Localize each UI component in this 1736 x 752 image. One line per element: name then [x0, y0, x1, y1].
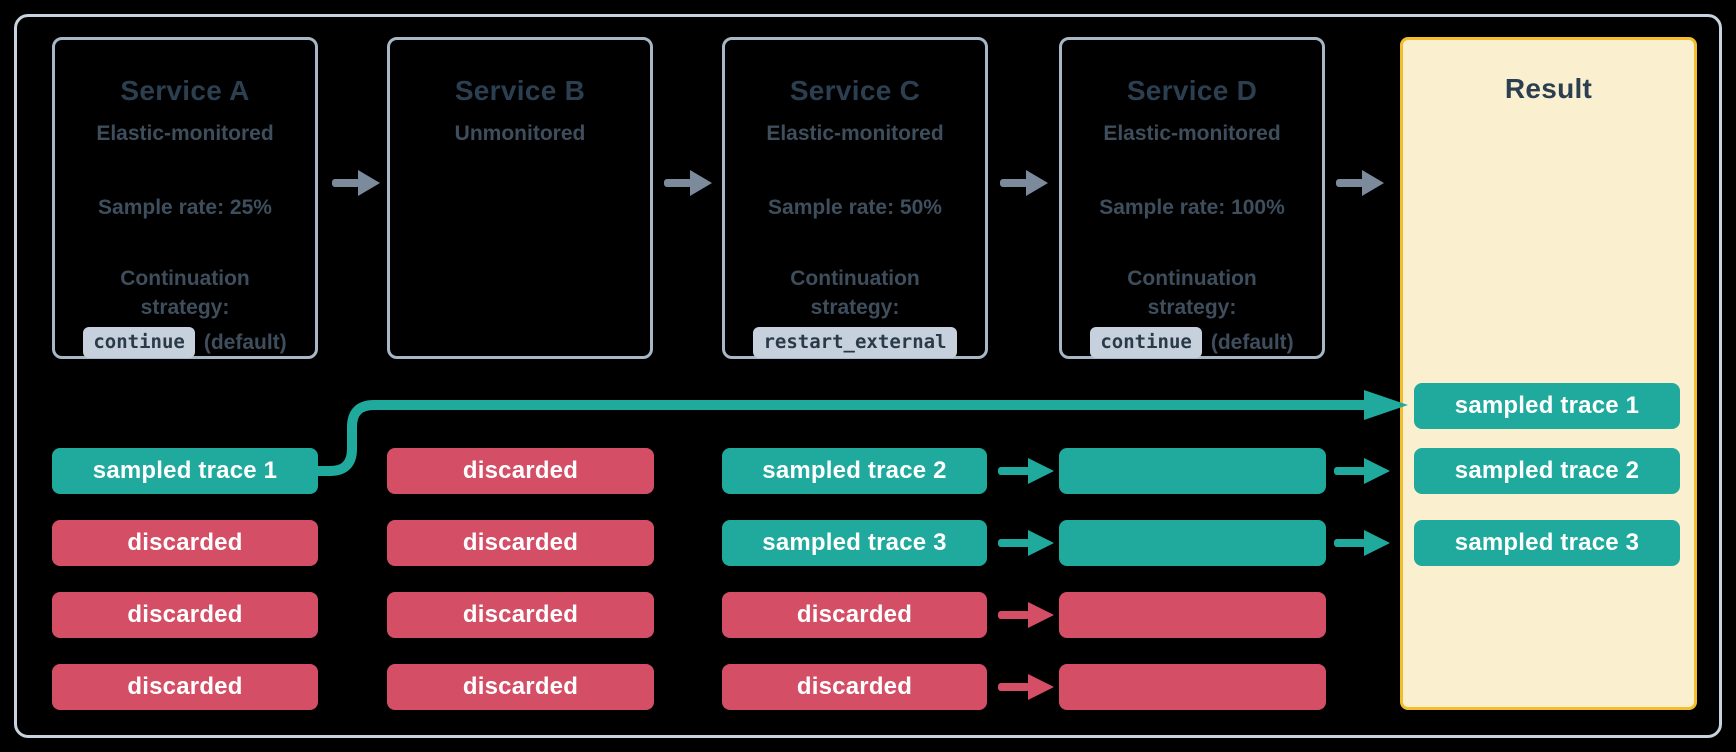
trace-pill-service_a-row2: discarded	[52, 520, 318, 566]
service-d-strategy-row: continue (default)	[1090, 327, 1294, 358]
service-d-strategy-default-label: (default)	[1210, 330, 1294, 354]
trace-pill-result-row2: sampled trace 2	[1414, 448, 1680, 494]
service-d-strategy-chip: continue	[1090, 327, 1202, 358]
service-c-title: Service C	[789, 75, 921, 106]
flow-arrow-b-to-c-icon	[664, 170, 712, 196]
trace-pill-service_d-row2	[1059, 520, 1326, 566]
trace-pill-service_c-row3: discarded	[722, 592, 987, 638]
trace-pill-service_a-row4: discarded	[52, 664, 318, 710]
trace-pill-service_d-row1	[1059, 448, 1326, 494]
trace-pill-service_c-row2: sampled trace 3	[722, 520, 987, 566]
service-a-strategy-row: continue (default)	[83, 327, 287, 358]
service-a-strategy-chip: continue	[83, 327, 195, 358]
trace-pill-service_b-row2: discarded	[387, 520, 654, 566]
lane-arrow-c-to-d-row2-icon	[998, 530, 1054, 556]
trace-pill-service_d-row4	[1059, 664, 1326, 710]
service-b-title: Service B	[454, 75, 586, 106]
service-a-continuation-label: Continuation strategy:	[120, 267, 250, 319]
service-c-monitoring-label: Elastic-monitored	[766, 122, 944, 145]
service-box-d: Service D Elastic-monitored Sample rate:…	[1059, 37, 1325, 359]
trace-pill-service_a-row3: discarded	[52, 592, 318, 638]
service-b-monitoring-label: Unmonitored	[454, 122, 586, 145]
service-box-c: Service C Elastic-monitored Sample rate:…	[722, 37, 988, 359]
trace-pill-service_c-row1: sampled trace 2	[722, 448, 987, 494]
service-c-continuation-label: Continuation strategy:	[790, 267, 920, 319]
lane-arrow-d-to-result-row2-icon	[1334, 530, 1390, 556]
trace-pill-service_b-row1: discarded	[387, 448, 654, 494]
trace-pill-service_d-row3	[1059, 592, 1326, 638]
service-a-title: Service A	[120, 75, 250, 106]
service-box-a: Service A Elastic-monitored Sample rate:…	[52, 37, 318, 359]
trace-pill-result-row3: sampled trace 3	[1414, 520, 1680, 566]
service-c-sample-rate-label: Sample rate: 50%	[768, 196, 942, 219]
service-d-title: Service D	[1126, 75, 1258, 106]
service-d-sample-rate-label: Sample rate: 100%	[1099, 196, 1285, 219]
service-c-strategy-chip: restart_external	[753, 327, 957, 358]
service-d-monitoring-label: Elastic-monitored	[1103, 122, 1281, 145]
lane-arrow-c-to-d-row3-icon	[998, 602, 1054, 628]
service-a-sample-rate-label: Sample rate: 25%	[98, 196, 272, 219]
service-c-strategy-row: restart_external	[753, 327, 957, 358]
result-title: Result	[1504, 73, 1593, 104]
outer-frame	[14, 14, 1722, 738]
flow-arrow-d-to-result-icon	[1336, 170, 1384, 196]
service-box-b: Service B Unmonitored	[387, 37, 653, 359]
service-a-monitoring-label: Elastic-monitored	[96, 122, 274, 145]
lane-arrow-d-to-result-row1-icon	[1334, 458, 1390, 484]
trace-pill-service_b-row4: discarded	[387, 664, 654, 710]
trace-pill-service_c-row4: discarded	[722, 664, 987, 710]
service-d-continuation-label: Continuation strategy:	[1127, 267, 1257, 319]
trace-pill-service_a-row1: sampled trace 1	[52, 448, 318, 494]
lane-arrow-c-to-d-row4-icon	[998, 674, 1054, 700]
flow-arrow-a-to-b-icon	[332, 170, 380, 196]
trace-pill-service_b-row3: discarded	[387, 592, 654, 638]
trace-pill-result-row1: sampled trace 1	[1414, 383, 1680, 429]
service-a-strategy-default-label: (default)	[203, 330, 287, 354]
flow-arrow-c-to-d-icon	[1000, 170, 1048, 196]
result-box: Result	[1400, 37, 1697, 710]
lane-arrow-c-to-d-row1-icon	[998, 458, 1054, 484]
